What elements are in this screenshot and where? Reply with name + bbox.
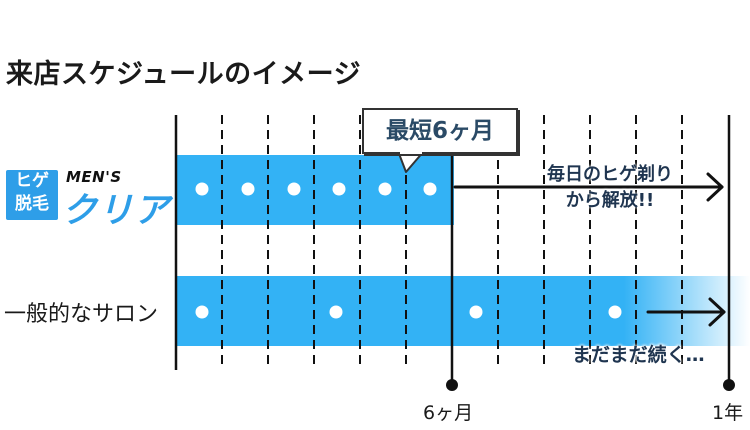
clear-note-line-1: 毎日のヒゲ剃り	[547, 164, 673, 185]
salon-visit-dots	[195, 305, 622, 319]
tick-label-one-year: 1年	[712, 402, 744, 424]
clear-visit-dots	[195, 182, 437, 196]
grid-lines	[221, 115, 683, 370]
arrow-row2	[646, 297, 726, 327]
clear-note: 毎日のヒゲ剃り から解放!!	[500, 162, 720, 214]
salon-label: 一般的なサロン	[4, 302, 159, 327]
tick-dot-one-year	[723, 379, 735, 391]
brand-name: クリア	[62, 191, 171, 231]
brand-top-text: MEN'S	[66, 168, 122, 186]
clear-note-line-2: から解放!!	[565, 190, 655, 211]
arrow-row1	[453, 172, 724, 202]
badge-line-1: ヒゲ	[15, 171, 49, 191]
brand-badge: ヒゲ 脱毛	[6, 170, 58, 220]
shortest-callout: 最短6ヶ月	[362, 108, 518, 154]
tick-label-six-months: 6ヶ月	[423, 402, 474, 424]
tick-dot-six-months	[446, 379, 458, 391]
page-title: 来店スケジュールのイメージ	[6, 59, 362, 90]
badge-line-2: 脱毛	[15, 194, 49, 214]
salon-note: まだまだ続く…	[572, 344, 705, 366]
